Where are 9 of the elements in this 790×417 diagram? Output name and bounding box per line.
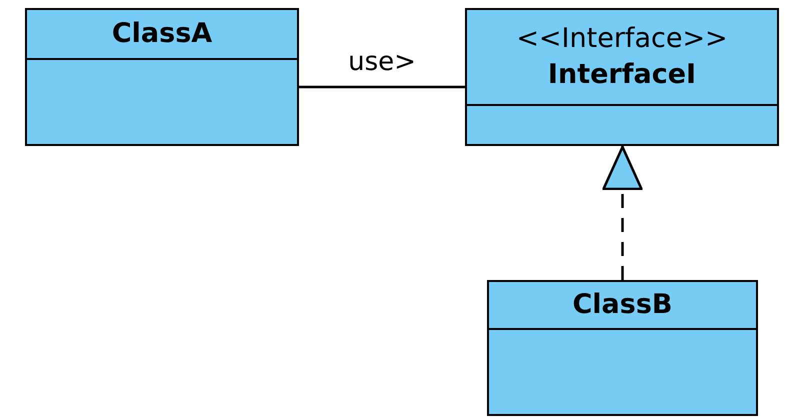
class-box bbox=[465, 8, 779, 146]
class-name: InterfaceI bbox=[548, 58, 696, 92]
class-name: ClassA bbox=[112, 17, 212, 51]
stereotype-label: <<Interface>> bbox=[516, 22, 728, 56]
class-name: ClassB bbox=[572, 288, 672, 322]
class-box bbox=[25, 8, 299, 146]
class-box bbox=[487, 280, 758, 416]
association-line bbox=[299, 86, 465, 88]
realization-arrow bbox=[602, 146, 643, 280]
